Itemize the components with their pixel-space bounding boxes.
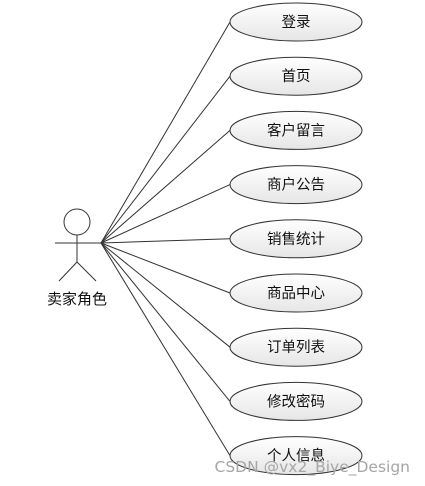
- use-case-label: 首页: [282, 68, 311, 85]
- association-line: [100, 242, 231, 456]
- use-case-ellipse: [229, 2, 363, 42]
- association-lines: [100, 21, 231, 456]
- association-line: [100, 238, 231, 244]
- use-case-ellipse: [229, 381, 363, 421]
- use-case-ellipse: [229, 436, 363, 476]
- use-case-ellipse: [229, 327, 363, 367]
- use-case-label: 商户公告: [267, 177, 325, 194]
- use-case-label: 个人信息: [267, 448, 325, 465]
- use-case: 个人信息: [229, 436, 363, 476]
- watermark: CSDN @vx2_Biye_Design: [215, 458, 411, 477]
- actor-seller: 卖家角色: [47, 208, 107, 308]
- association-line: [100, 242, 231, 348]
- use-case: 商户公告: [229, 165, 363, 205]
- association-line: [100, 242, 231, 402]
- actor-label: 卖家角色: [47, 290, 107, 308]
- use-case: 商品中心: [229, 273, 363, 313]
- actor-right-leg: [76, 261, 97, 282]
- use-case-ellipse: [229, 219, 363, 259]
- association-line: [100, 21, 231, 244]
- use-case-ellipse: [229, 56, 363, 96]
- use-case-label: 登录: [282, 14, 311, 31]
- use-case-label: 销售统计: [267, 231, 325, 248]
- association-line: [100, 184, 231, 244]
- use-case: 销售统计: [229, 219, 363, 259]
- use-case: 修改密码: [229, 381, 363, 421]
- use-case: 首页: [229, 56, 363, 96]
- use-case-ellipse: [229, 273, 363, 313]
- use-case-ellipse: [229, 110, 363, 150]
- actor-head: [63, 208, 91, 236]
- use-case-label: 订单列表: [267, 339, 325, 356]
- use-case-label: 商品中心: [267, 285, 325, 302]
- use-case-ellipse: [229, 165, 363, 205]
- use-case-label: 修改密码: [267, 393, 325, 410]
- association-line: [100, 242, 231, 294]
- use-case: 登录: [229, 2, 363, 42]
- association-line: [100, 130, 231, 244]
- association-line: [100, 75, 231, 244]
- use-case: 订单列表: [229, 327, 363, 367]
- actor-left-leg: [58, 261, 78, 282]
- use-case-label: 客户留言: [267, 122, 325, 139]
- use-case: 客户留言: [229, 110, 363, 150]
